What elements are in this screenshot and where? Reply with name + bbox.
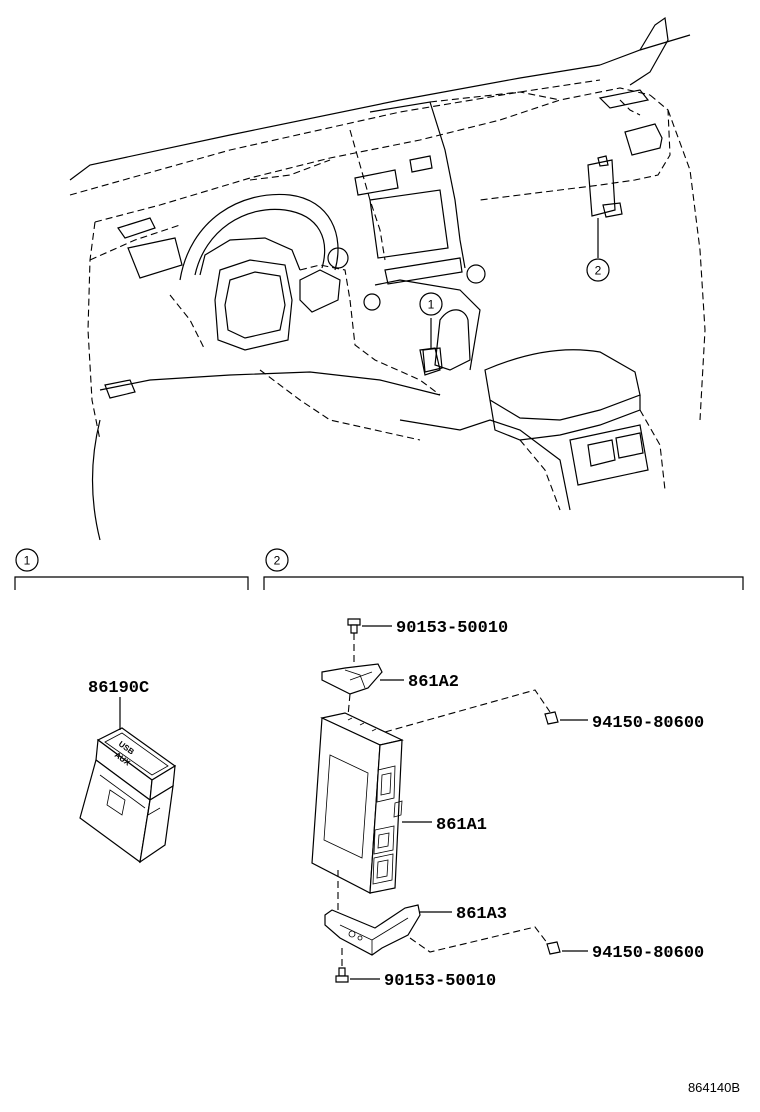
callout-1-overview[interactable]: 1 [419,292,443,316]
part-label-861A2[interactable]: 861A2 [408,673,459,692]
bracket-upper[interactable] [321,663,404,695]
part-label-bolt-upper[interactable]: 90153-50010 [396,619,508,638]
nut-lower[interactable] [546,941,588,955]
bracket-lower[interactable] [324,904,452,956]
section-2-header: 2 [263,548,744,590]
dashboard-overview [69,16,706,541]
svg-text:2: 2 [274,554,281,568]
part-label-bolt-lower[interactable]: 90153-50010 [384,972,496,991]
nut-upper[interactable] [544,711,588,725]
part-label-861A1[interactable]: 861A1 [436,816,487,835]
svg-text:1: 1 [428,298,435,312]
bolt-lower[interactable] [335,948,380,983]
part-label-nut-lower[interactable]: 94150-80600 [592,944,704,963]
svg-text:2: 2 [595,264,602,278]
control-module[interactable] [311,712,432,894]
part-label-861A3[interactable]: 861A3 [456,905,507,924]
bolt-upper[interactable] [347,618,392,634]
part-label-nut-upper[interactable]: 94150-80600 [592,714,704,733]
part-label-86190C[interactable]: 86190C [88,679,149,698]
callout-2-overview[interactable]: 2 [586,258,610,282]
diagram-code: 864140B [688,1080,740,1095]
svg-text:1: 1 [24,554,31,568]
usb-aux-switch[interactable]: USB AUX [79,697,177,864]
section-1-header: 1 [14,548,249,590]
